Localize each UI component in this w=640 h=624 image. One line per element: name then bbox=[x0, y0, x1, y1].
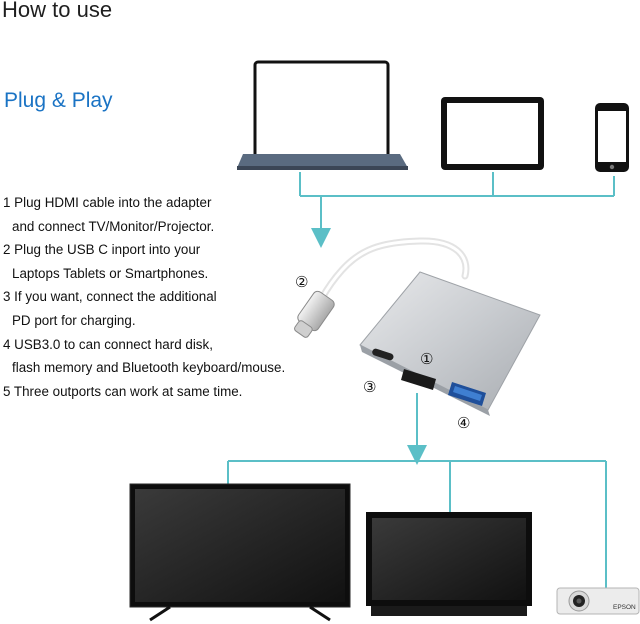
callout-4: ④ bbox=[457, 414, 470, 432]
laptop-icon bbox=[237, 60, 408, 170]
step-line: 3 If you want, connect the additional bbox=[3, 289, 217, 305]
projector-brand-label: EPSON bbox=[613, 604, 636, 611]
instruction-step: 3 If you want, connect the additional PD … bbox=[3, 285, 285, 332]
step-line: 5 Three outports can work at same time. bbox=[3, 383, 243, 399]
step-line: flash memory and Bluetooth keyboard/mous… bbox=[12, 360, 286, 376]
smartphone-icon bbox=[595, 103, 629, 172]
callout-3: ③ bbox=[363, 378, 376, 396]
page-title: How to use bbox=[2, 0, 113, 22]
step-line: PD port for charging. bbox=[12, 312, 136, 328]
monitor-icon bbox=[366, 512, 532, 616]
output-connector-lines bbox=[227, 393, 607, 588]
plug-and-play-heading: Plug & Play bbox=[4, 89, 113, 112]
projector-icon: EPSON bbox=[556, 587, 640, 615]
step-line: Laptops Tablets or Smartphones. bbox=[12, 265, 209, 281]
instruction-step: 5 Three outports can work at same time. bbox=[3, 380, 285, 404]
tablet-icon bbox=[441, 97, 544, 170]
instruction-step: 1 Plug HDMI cable into the adapter and co… bbox=[3, 191, 285, 238]
usb-c-adapter bbox=[294, 237, 541, 416]
callout-2: ② bbox=[295, 273, 308, 291]
instruction-step: 4 USB3.0 to can connect hard disk, flash … bbox=[3, 333, 285, 380]
step-line: 1 Plug HDMI cable into the adapter bbox=[3, 195, 212, 210]
instruction-list: 1 Plug HDMI cable into the adapter and co… bbox=[3, 191, 285, 403]
source-connector-lines bbox=[299, 172, 615, 248]
step-line: 4 USB3.0 to can connect hard disk, bbox=[3, 336, 213, 352]
callout-1: ① bbox=[420, 350, 433, 368]
tv-icon bbox=[129, 483, 351, 622]
step-line: and connect TV/Monitor/Projector. bbox=[12, 218, 215, 234]
step-line: 2 Plug the USB C inport into your bbox=[3, 242, 201, 258]
